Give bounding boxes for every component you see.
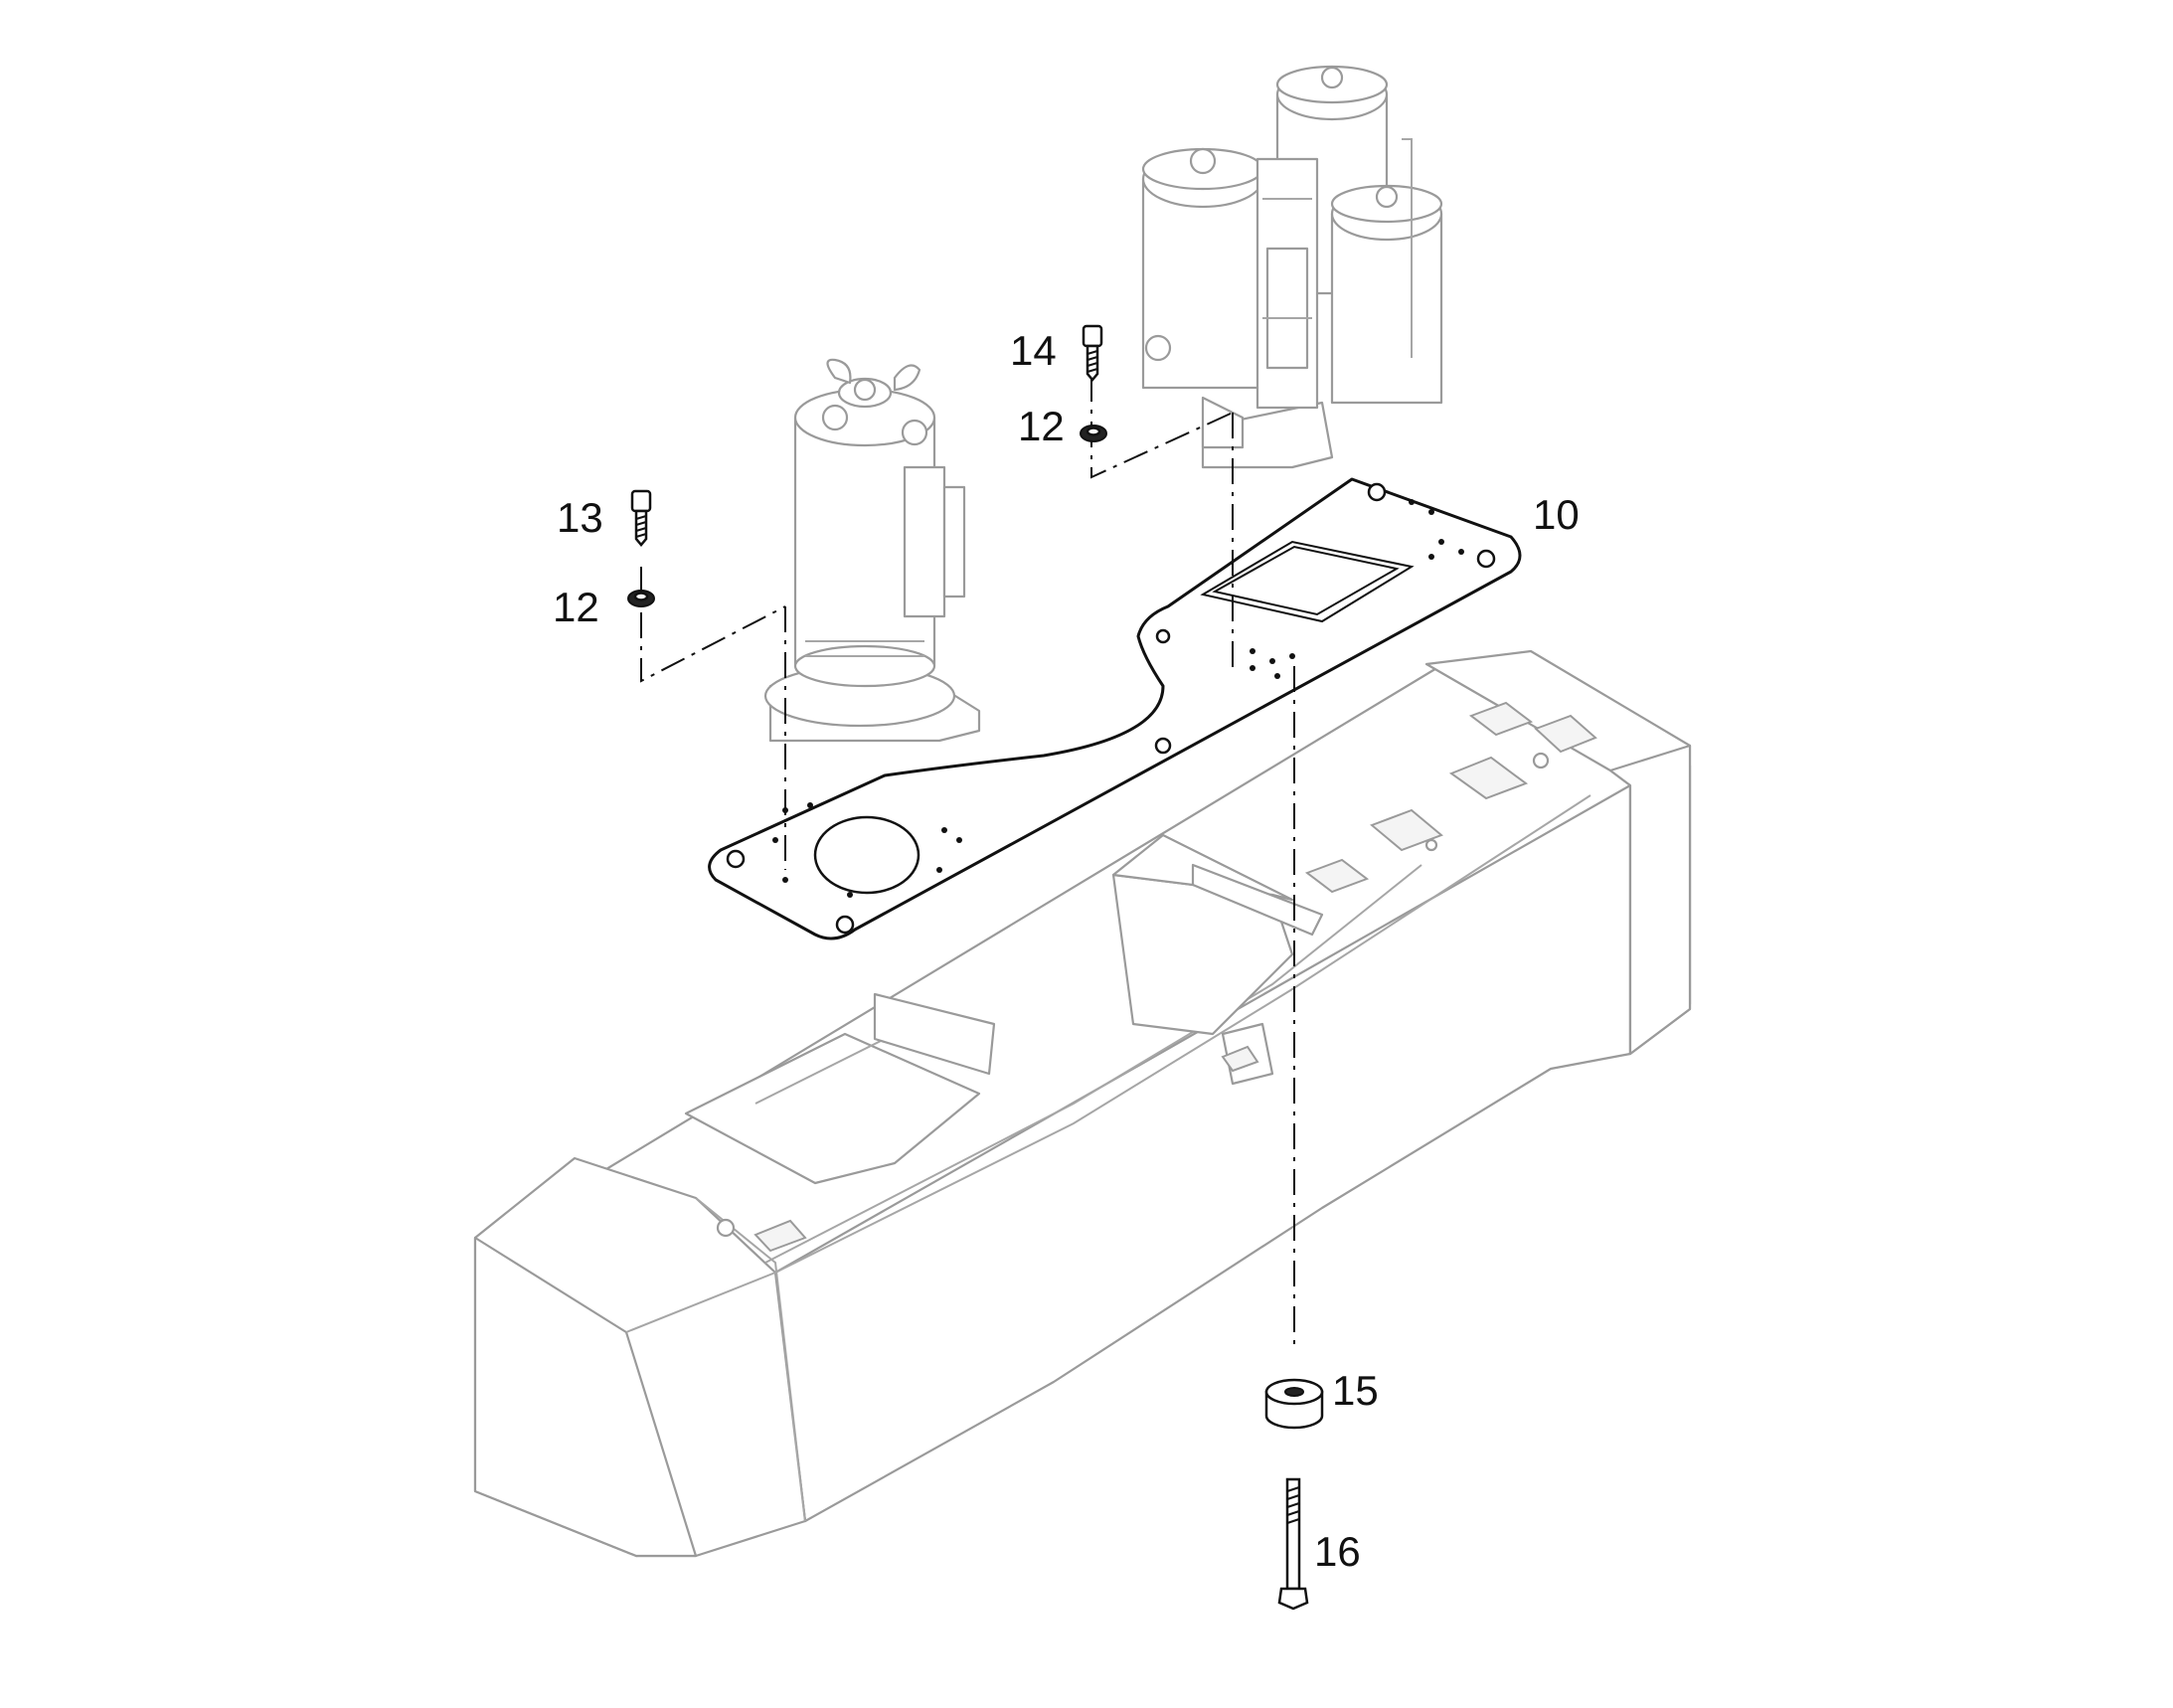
callout-12-right: 12 (1018, 403, 1065, 449)
counterweight-base (473, 649, 1692, 1558)
spacer-part-15 (1264, 1378, 1324, 1430)
washer-part-12-right (1080, 425, 1107, 442)
callout-13: 13 (557, 494, 603, 541)
mounting-plate-part-10 (708, 477, 1522, 940)
callout-12-left: 12 (553, 584, 599, 630)
callout-14: 14 (1010, 327, 1057, 374)
bolt-part-14 (1082, 324, 1103, 382)
bolt-part-13 (630, 489, 652, 547)
washer-part-12-left (627, 590, 655, 607)
left-cylinder-unit (763, 358, 981, 743)
callout-15: 15 (1332, 1367, 1379, 1414)
bolt-part-16 (1277, 1477, 1309, 1611)
callout-16: 16 (1314, 1528, 1361, 1575)
right-triple-unit (1141, 65, 1443, 469)
callout-10: 10 (1533, 491, 1580, 538)
